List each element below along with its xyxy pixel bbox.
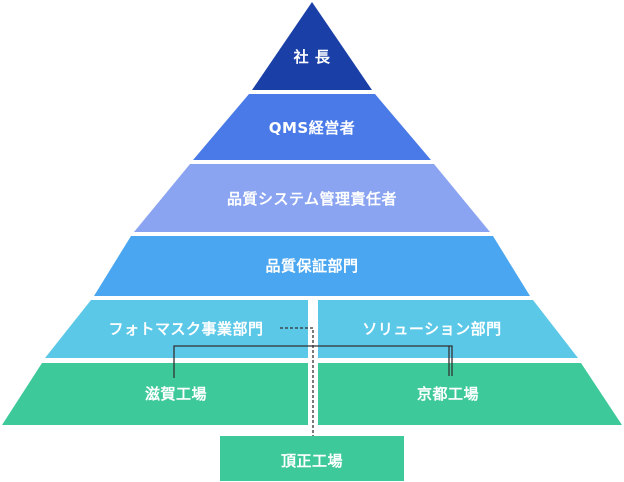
tier-qms-manager-shape: [193, 94, 431, 160]
tier-qs-responsible-label: 品質システム管理責任者: [227, 190, 397, 208]
tier-solution-department-shape: [318, 300, 578, 358]
tier-chojo-factory-label: 頂正工場: [281, 452, 343, 470]
tier-qms-manager-label: QMS経営者: [269, 119, 355, 137]
tier-qs-responsible-shape: [134, 164, 490, 232]
tier-president-shape: [252, 2, 372, 90]
tier-kyoto-factory-shape: [318, 363, 622, 425]
tier-shiga-factory-shape: [2, 363, 308, 425]
tier-photomask-division-label: フォトマスク事業部門: [108, 320, 263, 338]
tier-qa-department-shape: [94, 236, 530, 296]
tier-qa-department-label: 品質保証部門: [265, 257, 358, 275]
tier-president-label: 社 長: [293, 48, 331, 66]
dashed-connector-to-chojo: [280, 327, 314, 436]
tier-shiga-factory-label: 滋賀工場: [145, 385, 207, 403]
tier-chojo-factory-shape: [220, 436, 404, 481]
tier-solution-department-label: ソリューション部門: [362, 320, 501, 338]
tier-kyoto-factory-label: 京都工場: [417, 385, 479, 403]
tier-photomask-division-shape: [45, 300, 308, 358]
